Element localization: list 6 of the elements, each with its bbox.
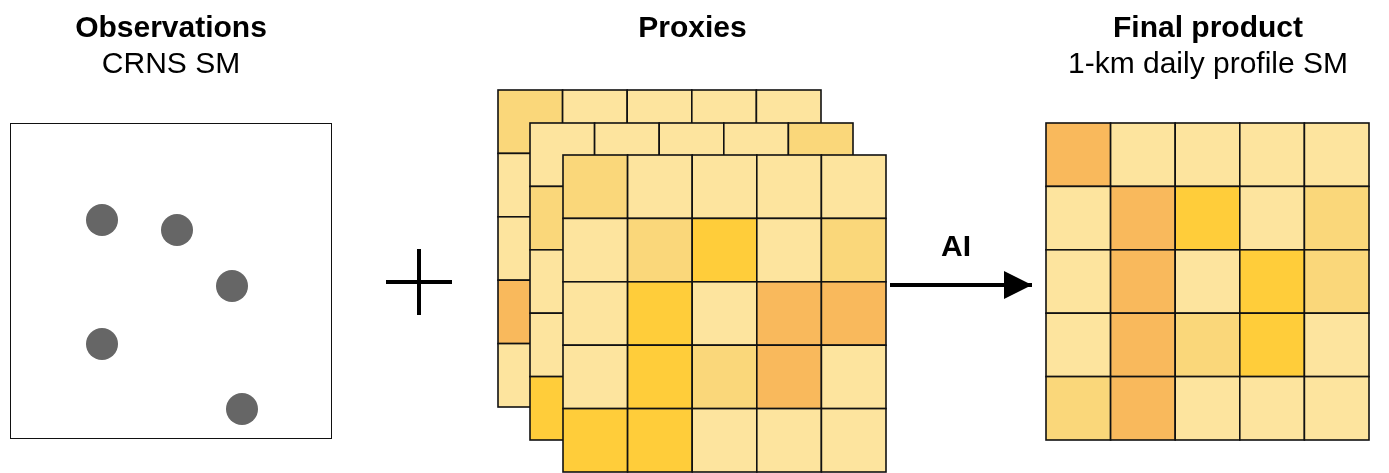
- panel-subtitle: CRNS SM: [101, 46, 241, 80]
- arrow: [890, 271, 1032, 299]
- panel-title: Final product: [1113, 10, 1303, 44]
- panel-title: Proxies: [638, 10, 747, 44]
- panel-title: Observations: [75, 10, 267, 44]
- panel-subtitle: 1-km daily profile SM: [1067, 46, 1349, 80]
